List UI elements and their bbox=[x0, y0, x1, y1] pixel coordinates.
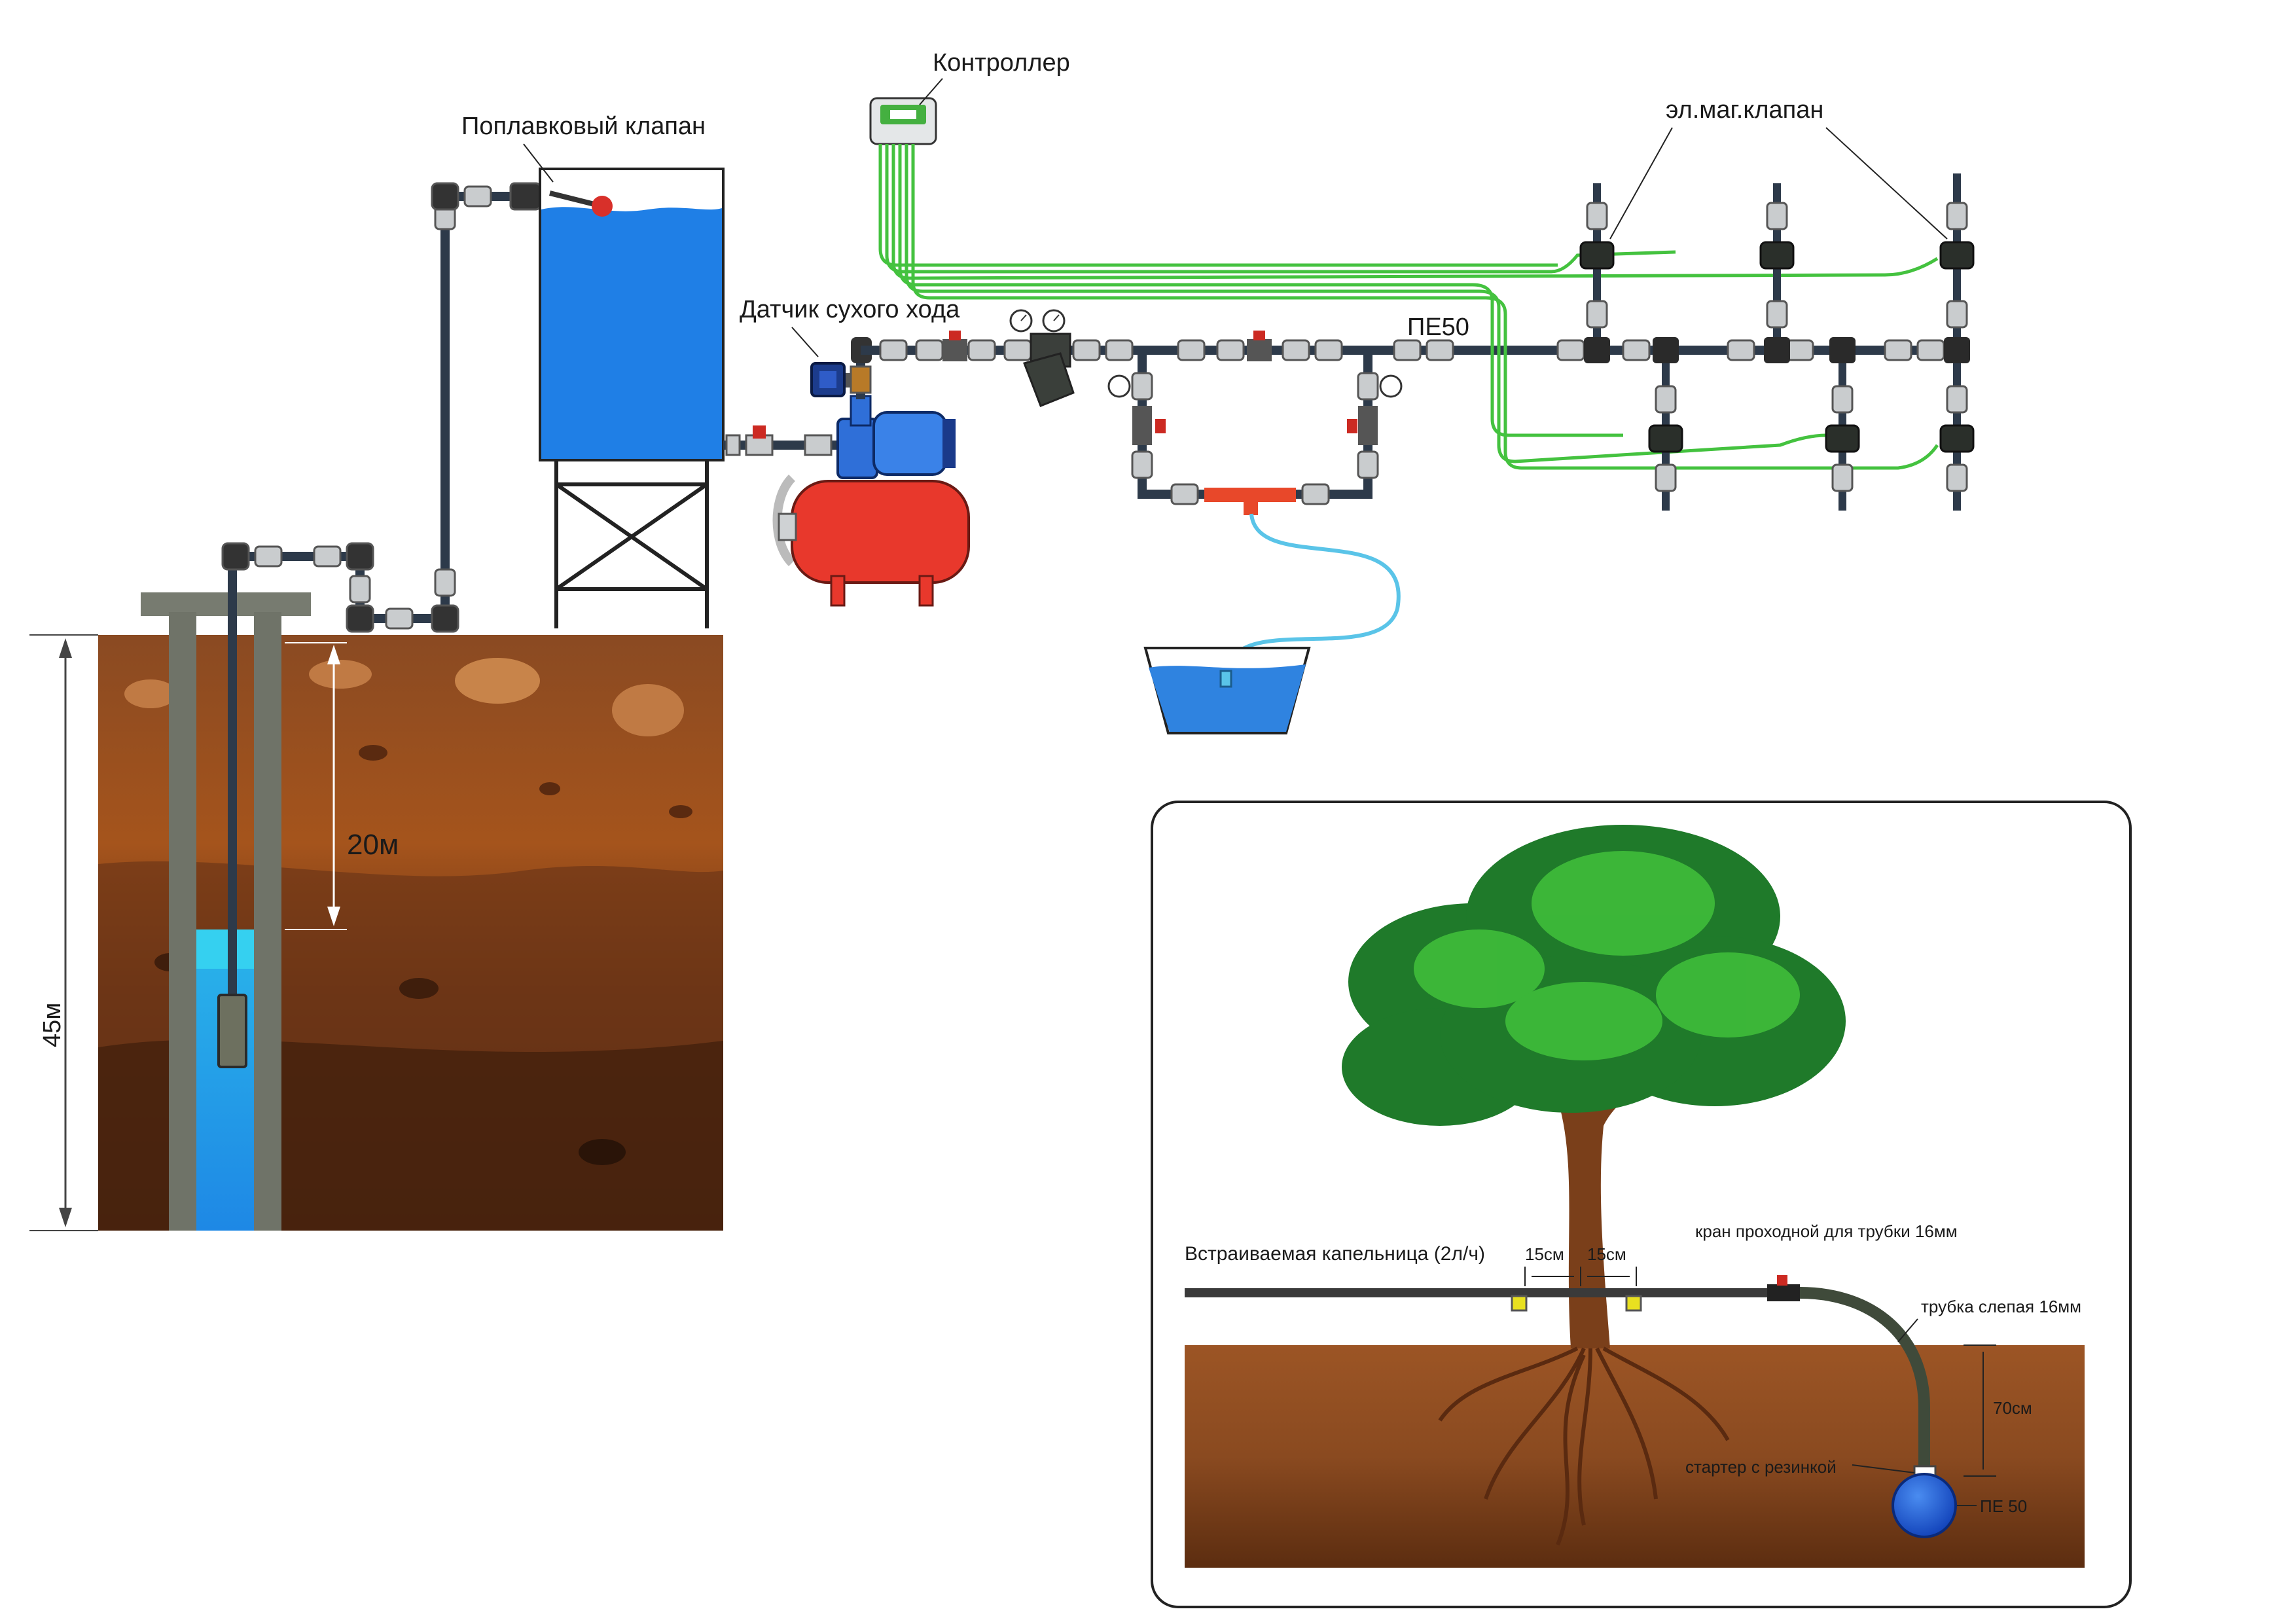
fertilizer-bucket bbox=[1143, 513, 1401, 734]
pressure-gauge-icon bbox=[1379, 374, 1403, 398]
solenoid-valve-icon bbox=[1939, 241, 1975, 270]
dry-run-sensor bbox=[810, 362, 860, 397]
tank-stand bbox=[554, 460, 709, 628]
main-pipe-label: ПЕ50 bbox=[1407, 314, 1469, 341]
blind-pipe-label: трубка слепая 16мм bbox=[1921, 1297, 2081, 1316]
bypass-loop bbox=[1107, 350, 1403, 515]
solenoid-valve-icon bbox=[1939, 424, 1975, 453]
depth-70-label: 70см bbox=[1993, 1398, 2032, 1418]
dripper-icon bbox=[1511, 1295, 1528, 1312]
tap-label: кран проходной для трубки 16мм bbox=[1695, 1221, 1958, 1241]
depth-45-label: 45м bbox=[39, 1003, 66, 1047]
drip-line bbox=[1185, 1275, 1957, 1538]
pressure-gauge-icon bbox=[1107, 374, 1131, 398]
branch-fittings bbox=[1586, 202, 1968, 492]
mesh-filter bbox=[1009, 309, 1075, 407]
spacing-left-label: 15см bbox=[1525, 1244, 1564, 1264]
pe50-pipe-icon bbox=[1892, 1473, 1957, 1538]
solenoid-valve-icon bbox=[1825, 424, 1860, 453]
starter-label: стартер с резинкой bbox=[1685, 1457, 1837, 1477]
main-pipe-valves bbox=[942, 331, 1272, 361]
controller-label: Контроллер bbox=[933, 49, 1070, 77]
tree bbox=[1342, 825, 1846, 1546]
hydrophore-tank bbox=[772, 475, 970, 607]
water-tank bbox=[539, 168, 725, 628]
float-valve-label: Поплавковый клапан bbox=[461, 113, 706, 140]
float-ball-icon bbox=[592, 196, 613, 217]
solenoid-valves bbox=[1579, 241, 1975, 453]
tank-to-pump-pipe bbox=[723, 425, 844, 456]
dripper-icon bbox=[1625, 1295, 1642, 1312]
solenoid-valve-icon bbox=[1759, 241, 1795, 270]
branch-tees bbox=[1584, 337, 1970, 363]
depth-mark-70 bbox=[1964, 1344, 1996, 1477]
depth-20-label: 20м bbox=[347, 829, 399, 861]
depth-arrow-45 bbox=[29, 634, 98, 1231]
pe50-label: ПЕ 50 bbox=[1980, 1496, 2027, 1516]
well-casing bbox=[141, 576, 311, 1231]
solenoid-valve-icon bbox=[1579, 241, 1615, 270]
dry-run-sensor-label: Датчик сухого хода bbox=[740, 296, 960, 323]
controller bbox=[869, 97, 937, 145]
depth-arrow-20 bbox=[285, 642, 347, 930]
spacing-marks bbox=[1524, 1267, 1637, 1286]
control-wires bbox=[878, 144, 1939, 470]
well-pipe-fittings bbox=[221, 182, 541, 633]
solenoid-valve-label: эл.маг.клапан bbox=[1666, 96, 1823, 124]
main-pipe-fittings bbox=[879, 339, 1945, 361]
surface-pump bbox=[836, 395, 956, 479]
spacing-right-label: 15см bbox=[1587, 1244, 1626, 1264]
dripper-label: Встраиваемая капельница (2л/ч) bbox=[1185, 1243, 1485, 1265]
solenoid-valve-icon bbox=[1648, 424, 1683, 453]
float-valve bbox=[549, 190, 613, 217]
